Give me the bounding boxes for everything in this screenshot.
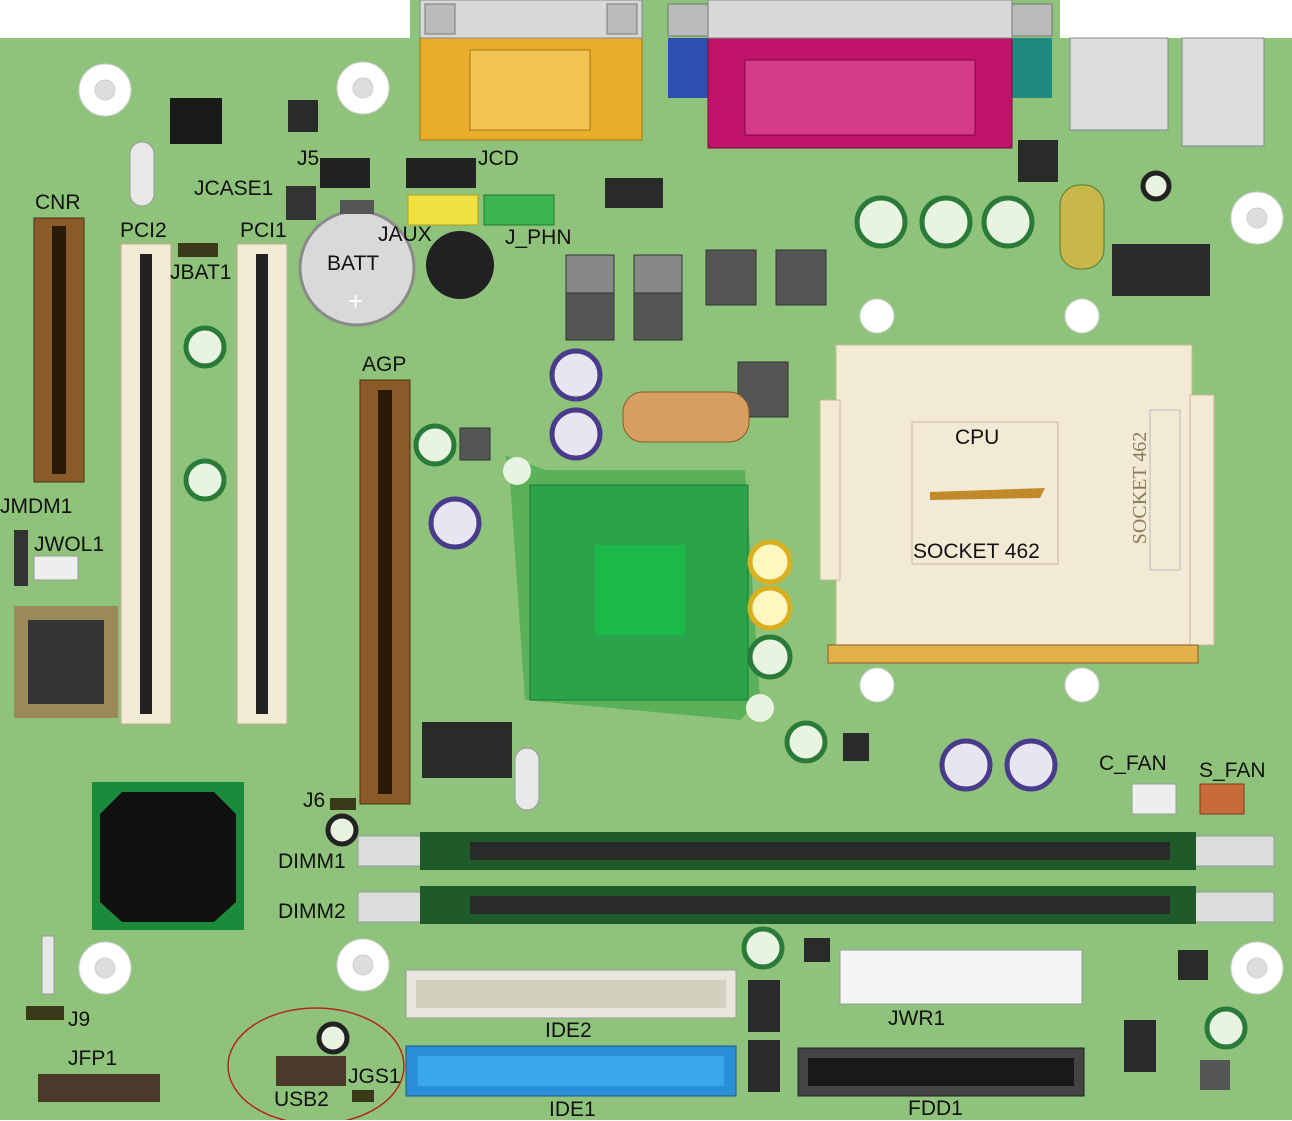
label-jmdm1: JMDM1 [0, 495, 73, 518]
jaux-header [407, 194, 479, 226]
label-jcd: JCD [478, 147, 519, 170]
chip-ide-1 [748, 980, 780, 1032]
label-j6: J6 [303, 789, 326, 812]
capacitors [183, 170, 1248, 1055]
label-cnr: CNR [35, 191, 81, 214]
label-usb2: USB2 [274, 1088, 329, 1111]
parallel-port [667, 0, 1053, 149]
j-phn-header [483, 194, 555, 226]
chip-small-right2 [1200, 1060, 1230, 1090]
label-j-phn: J_PHN [505, 226, 572, 249]
chip-top-left [170, 98, 222, 144]
agp-slot [359, 379, 411, 805]
chip-small-right [1178, 950, 1208, 980]
highlight-circle [227, 1007, 405, 1120]
fdd1-connector [797, 1047, 1085, 1097]
chip-ide-2 [748, 1040, 780, 1092]
label-jgs1: JGS1 [348, 1065, 401, 1088]
label-jwol1: JWOL1 [34, 533, 105, 556]
jcase1-header [286, 186, 316, 220]
ide2-connector [405, 969, 737, 1019]
label-socket-side: SOCKET 462 [1129, 431, 1152, 545]
j6-header [330, 798, 356, 810]
label-dimm2: DIMM2 [278, 900, 346, 923]
jmdm1-header [14, 530, 28, 586]
southbridge-chip [92, 782, 244, 930]
label-agp: AGP [362, 353, 407, 376]
chip-small-ide [804, 938, 830, 962]
j9-header [26, 1006, 64, 1020]
crystal-2 [514, 747, 540, 811]
dimm1-slot [357, 832, 1275, 870]
serial-port [419, 0, 643, 141]
cpu-socket [819, 344, 1215, 664]
toroid-coil [1059, 184, 1105, 270]
label-ide2: IDE2 [545, 1019, 592, 1042]
pci2-slot [120, 243, 172, 725]
mounting-holes [78, 61, 1284, 995]
label-socket-center: SOCKET 462 [913, 540, 1040, 563]
voltage-regulators [459, 249, 827, 461]
ide1-connector [405, 1045, 737, 1097]
chip-lower-mid [422, 722, 512, 778]
label-batt-plus: + [348, 286, 364, 316]
chip-right-top [1018, 140, 1058, 182]
label-jfp1: JFP1 [68, 1047, 118, 1070]
label-pci2: PCI2 [120, 219, 167, 242]
label-ide1: IDE1 [549, 1098, 596, 1121]
dimm2-slot [357, 886, 1275, 924]
label-jaux: JAUX [378, 223, 432, 246]
label-c-fan: C_FAN [1099, 752, 1167, 775]
rear-jack-2 [1181, 37, 1265, 147]
label-fdd1: FDD1 [908, 1097, 963, 1120]
s-fan-header [1199, 783, 1245, 815]
crystal-3 [41, 935, 55, 995]
label-jwr1: JWR1 [888, 1007, 946, 1030]
label-pci1: PCI1 [240, 219, 287, 242]
jcd-header [406, 158, 476, 188]
northbridge-heatsink [503, 455, 774, 722]
jgs1-header [352, 1090, 374, 1102]
pci1-slot [236, 243, 288, 725]
cnr-slot [33, 217, 85, 483]
jwr1-power-connector [839, 949, 1083, 1005]
label-j9: J9 [68, 1008, 91, 1031]
inductor-coil [622, 391, 750, 443]
chip-mid [605, 178, 663, 208]
usb2-header [276, 1056, 346, 1086]
crystal-1 [129, 141, 155, 207]
buzzer [426, 231, 494, 299]
jwol1-header [33, 555, 79, 581]
label-s-fan: S_FAN [1199, 759, 1266, 782]
chip-right [1112, 244, 1210, 296]
rear-jack-1 [1069, 37, 1169, 131]
label-batt: BATT [327, 252, 380, 275]
label-j5: J5 [297, 147, 320, 170]
battery [298, 200, 416, 327]
chip-dimm-right [843, 733, 869, 761]
chip-fdd-right [1124, 1020, 1156, 1072]
chip-small-top [288, 100, 318, 132]
label-jcase1: JCASE1 [194, 177, 274, 200]
bios-chip [14, 606, 118, 718]
label-cpu: CPU [955, 426, 1000, 449]
j5-header [320, 158, 370, 188]
jbat1-header [178, 243, 218, 257]
jfp1-header [38, 1074, 160, 1102]
c-fan-header [1131, 783, 1177, 815]
label-jbat1: JBAT1 [170, 261, 232, 284]
label-dimm1: DIMM1 [278, 850, 346, 873]
